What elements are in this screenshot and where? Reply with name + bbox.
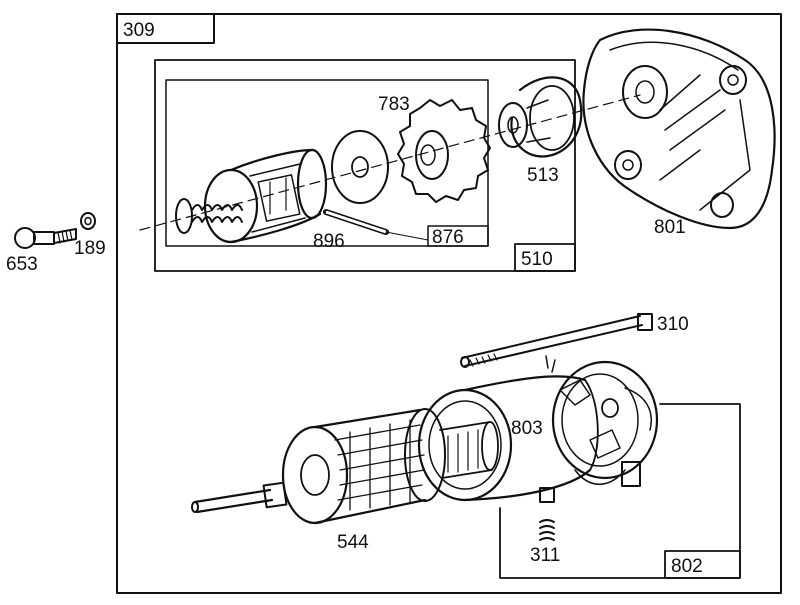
- assembly-510-inner-frame: [165, 79, 489, 247]
- callout-876: 876: [432, 227, 464, 248]
- label-803: 803: [511, 418, 543, 439]
- label-783: 783: [378, 94, 410, 115]
- callout-box-876: [427, 225, 489, 247]
- drive-clutch-housing: [203, 148, 328, 244]
- brush-spring-311: [539, 519, 555, 541]
- callout-box-802: [664, 550, 741, 579]
- callout-box-309: [116, 13, 215, 44]
- label-310: 310: [657, 314, 689, 335]
- washer-189: [80, 212, 96, 230]
- through-bolt-310: [460, 313, 653, 368]
- assembly-axis-line: [139, 94, 641, 231]
- callout-309: 309: [123, 20, 155, 41]
- bolt-653: [14, 227, 77, 249]
- assembly-510-frame: [154, 59, 576, 272]
- drive-spring: [175, 198, 243, 234]
- bearing-513: [498, 76, 583, 158]
- assembly-309-frame: [116, 13, 782, 594]
- pinion-gear-783: [397, 99, 491, 203]
- motor-housing-803: [417, 375, 599, 503]
- label-653: 653: [6, 254, 38, 275]
- thrust-washer: [331, 130, 389, 204]
- pin-896: [323, 209, 429, 241]
- label-189: 189: [74, 238, 106, 259]
- end-cap-801: [582, 28, 776, 230]
- brush-plate-802: [545, 355, 659, 487]
- callout-box-510: [514, 243, 576, 272]
- label-311: 311: [530, 545, 560, 566]
- label-896: 896: [313, 231, 345, 252]
- armature-544: [191, 408, 499, 525]
- callout-510: 510: [521, 249, 553, 270]
- label-544: 544: [337, 532, 369, 553]
- callout-802: 802: [671, 556, 703, 577]
- label-801: 801: [654, 217, 686, 238]
- label-513: 513: [527, 165, 559, 186]
